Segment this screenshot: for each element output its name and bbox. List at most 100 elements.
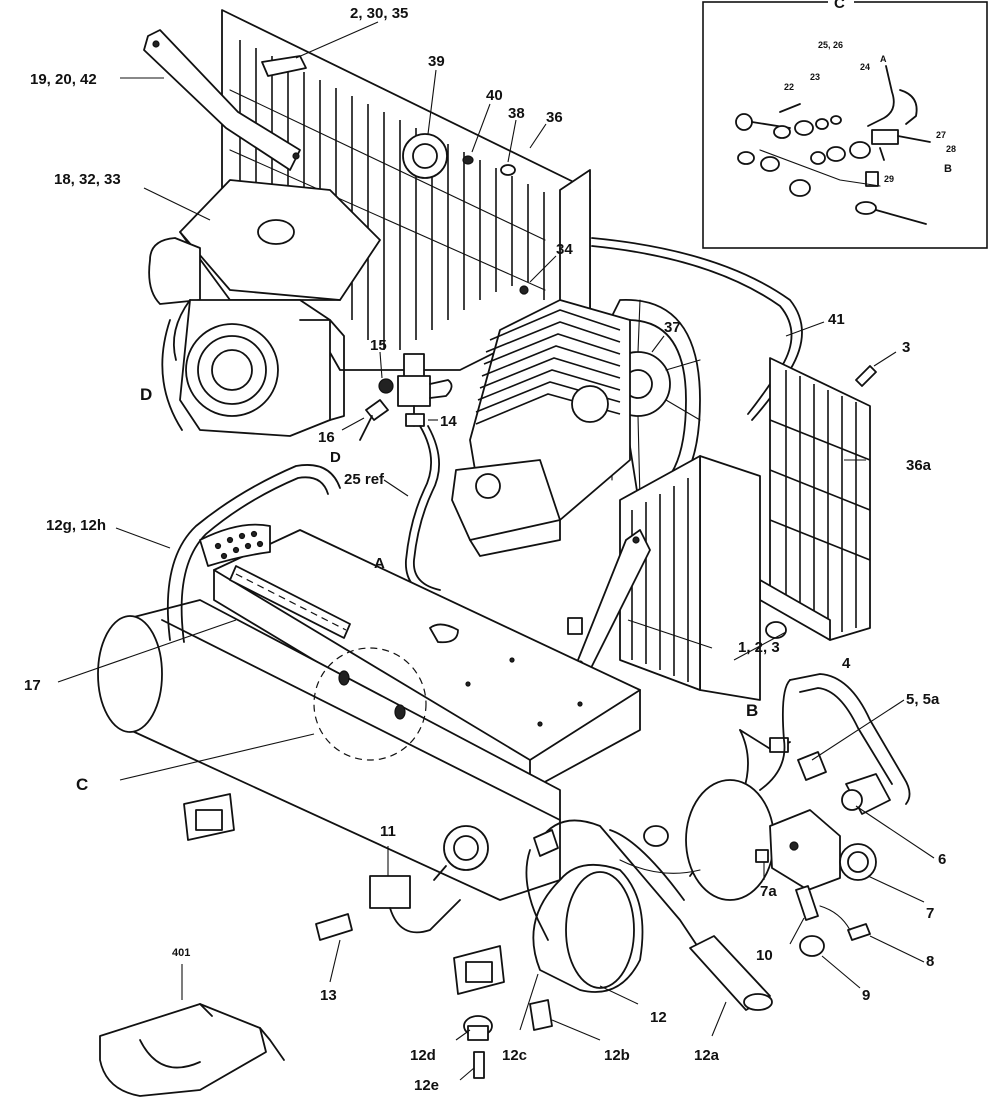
inset-washer-1 bbox=[815, 118, 829, 130]
inset-nut-6 bbox=[737, 151, 755, 165]
pressure-regulator-14-15-16 bbox=[359, 353, 453, 599]
inset-label-23: 23 bbox=[810, 72, 820, 82]
inset-leader-end bbox=[875, 209, 927, 225]
support-brace-1-2-3 bbox=[573, 529, 651, 671]
label-34: 34 bbox=[556, 241, 573, 258]
label-7: 7 bbox=[926, 905, 934, 922]
regulator-fitting-14 bbox=[405, 413, 425, 427]
nut-4 bbox=[765, 621, 787, 639]
inset-nut-5 bbox=[810, 151, 826, 165]
drain-line bbox=[619, 859, 701, 874]
engine-recoil-housing bbox=[185, 323, 279, 417]
muffler-end-12 bbox=[565, 871, 635, 989]
handle-grip-12a-end bbox=[743, 993, 773, 1011]
gasoline-engine-18-32-33 bbox=[148, 179, 381, 437]
brace-hole-top bbox=[632, 536, 640, 544]
glasses-lens-divider bbox=[139, 1039, 201, 1069]
pump-base bbox=[469, 519, 561, 557]
bracket-17-dash bbox=[235, 573, 347, 631]
handle-grip-12a bbox=[689, 935, 771, 1011]
inset-tee-outlet bbox=[897, 135, 931, 143]
clip-12b bbox=[529, 999, 553, 1031]
nipple-10 bbox=[795, 885, 819, 921]
drain-valve-13 bbox=[315, 913, 353, 941]
label-36a: 36a bbox=[906, 457, 932, 474]
label-c-tank: C bbox=[76, 775, 88, 794]
inset-label-29: 29 bbox=[884, 174, 894, 184]
handle-clamp-2-30-35 bbox=[261, 55, 307, 77]
label-2-30-35: 2, 30, 35 bbox=[350, 5, 408, 22]
shroud-crossbar-2 bbox=[229, 149, 546, 291]
base-plate-holes bbox=[465, 657, 583, 727]
handle-hole bbox=[152, 40, 160, 48]
hose-12-down bbox=[525, 849, 549, 941]
inset-label-24: 24 bbox=[860, 62, 870, 72]
engine-outline-arc bbox=[161, 319, 183, 431]
label-401: 401 bbox=[172, 947, 190, 959]
inset-stem bbox=[779, 103, 801, 113]
plug-8 bbox=[847, 923, 871, 941]
handle-bar bbox=[143, 29, 301, 171]
manifold-port bbox=[789, 841, 799, 851]
label-39: 39 bbox=[428, 53, 445, 70]
inset-nut-7 bbox=[760, 156, 780, 172]
air-receiver-tank bbox=[97, 599, 561, 995]
fitting-nut bbox=[643, 825, 669, 847]
label-17: 17 bbox=[24, 677, 41, 694]
inset-nut-1 bbox=[773, 125, 791, 139]
label-41: 41 bbox=[828, 311, 845, 328]
shroud-crossbar-1 bbox=[229, 89, 546, 241]
tank-end-manifold-7 bbox=[619, 779, 877, 901]
tank-foot-front-hole bbox=[195, 809, 223, 831]
inset-stem-2 bbox=[879, 147, 885, 161]
compressor-pump-37 bbox=[451, 299, 701, 557]
regulator-knob-15 bbox=[378, 378, 394, 394]
hose-12g-12h-inner bbox=[180, 476, 329, 643]
tank-gauge-face bbox=[453, 835, 479, 861]
tank-port-1 bbox=[338, 670, 350, 686]
tank-end-cap bbox=[97, 615, 163, 733]
engine-arc bbox=[173, 299, 191, 361]
handle-bolt bbox=[292, 152, 300, 160]
label-12g-12h: 12g, 12h bbox=[46, 517, 106, 534]
glasses-arm bbox=[259, 1027, 285, 1061]
detail-inset-c: C 25, 26 A 24 22 23 27 28 B 29 bbox=[702, 0, 988, 249]
label-12: 12 bbox=[650, 1009, 667, 1026]
label-d-engine: D bbox=[140, 385, 152, 404]
label-15: 15 bbox=[370, 337, 387, 354]
pump-flywheel-spokes bbox=[611, 299, 701, 501]
inset-nut-8 bbox=[789, 179, 811, 197]
inset-tee-fitting bbox=[871, 129, 899, 145]
label-40: 40 bbox=[486, 87, 503, 104]
shroud-pulley-cap-39 bbox=[402, 133, 448, 179]
label-12b: 12b bbox=[604, 1047, 630, 1064]
inset-tube-a bbox=[867, 65, 895, 127]
engine-recoil-ring bbox=[197, 335, 267, 405]
inset-wire-2 bbox=[759, 149, 881, 187]
inset-title-label: C bbox=[834, 0, 845, 12]
manifold-block bbox=[769, 809, 841, 891]
inset-nut-2 bbox=[794, 120, 814, 136]
label-8: 8 bbox=[926, 953, 934, 970]
hose-12g-12h bbox=[166, 464, 341, 641]
base-plate-hole bbox=[429, 623, 459, 644]
label-11: 11 bbox=[380, 823, 396, 840]
label-25-ref: 25 ref bbox=[344, 471, 385, 488]
pressure-switch-11 bbox=[369, 875, 411, 909]
label-b-tube: B bbox=[746, 701, 758, 720]
label-19-20-42: 19, 20, 42 bbox=[30, 71, 97, 88]
belt-guard-lower-box bbox=[619, 455, 761, 701]
inset-label-a: A bbox=[880, 54, 887, 64]
inset-plug-29 bbox=[865, 171, 879, 187]
label-3: 3 bbox=[902, 339, 910, 356]
hose-clamp bbox=[533, 829, 559, 857]
inset-nut-3 bbox=[849, 141, 871, 159]
inset-washer-2 bbox=[830, 115, 842, 125]
tank-gauge-stem bbox=[433, 865, 447, 881]
label-36: 36 bbox=[546, 109, 563, 126]
shroud-screw-34 bbox=[519, 285, 529, 295]
tank-seam bbox=[161, 619, 561, 821]
label-16: 16 bbox=[318, 429, 335, 446]
engine-side bbox=[299, 319, 345, 421]
